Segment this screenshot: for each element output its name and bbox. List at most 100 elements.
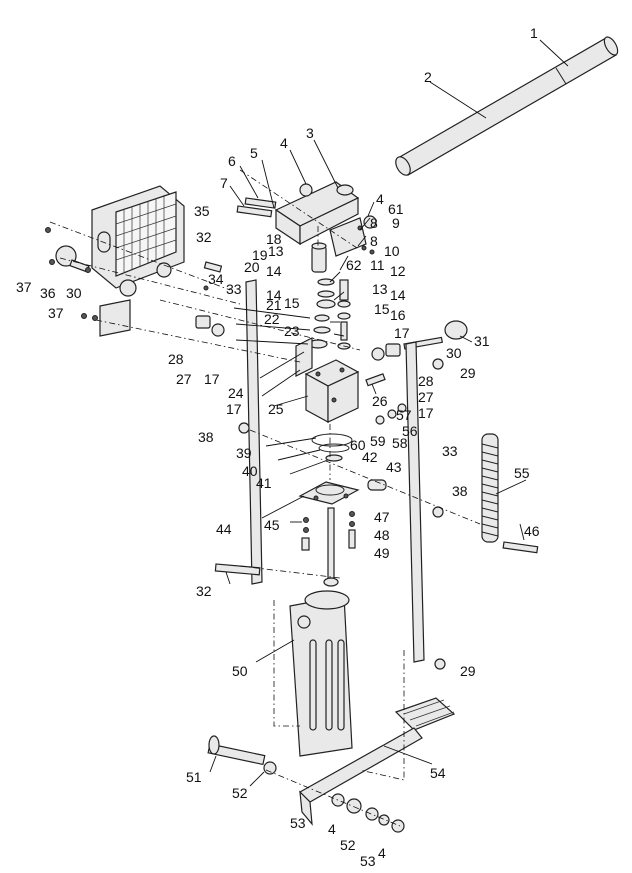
callout-48: 48: [374, 527, 390, 543]
callout-2: 2: [424, 69, 432, 85]
callout-30: 30: [66, 285, 82, 301]
callout-28b: 28: [418, 373, 434, 389]
callout-6: 6: [228, 153, 236, 169]
callout-29b: 29: [460, 663, 476, 679]
callout-17: 17: [394, 325, 410, 341]
handle-tube: [395, 36, 619, 176]
callout-23: 23: [284, 323, 300, 339]
callout-10: 10: [384, 243, 400, 259]
callout-17d: 17: [418, 405, 434, 421]
callout-25: 25: [268, 401, 284, 417]
callout-60: 60: [350, 437, 366, 453]
callout-47: 47: [374, 509, 390, 525]
callout-15b: 15: [374, 301, 390, 317]
callout-59: 59: [370, 433, 386, 449]
callout-53b: 53: [360, 853, 376, 869]
callout-21: 21: [266, 297, 282, 313]
callout-8: 8: [370, 215, 378, 231]
mount-bolts: [301, 507, 356, 587]
callout-39: 39: [236, 445, 252, 461]
callout-54: 54: [430, 765, 446, 781]
callout-8b: 8: [370, 233, 378, 249]
callout-19: 19: [252, 247, 268, 263]
callout-32b: 32: [196, 583, 212, 599]
callout-13: 13: [268, 243, 284, 259]
callout-33b: 33: [442, 443, 458, 459]
callout-24: 24: [228, 385, 244, 401]
callout-34: 34: [208, 271, 224, 287]
pump-internals: [308, 225, 375, 350]
callout-4c: 4: [328, 821, 336, 837]
callout-52: 52: [232, 785, 248, 801]
lever-bracket: [274, 181, 367, 257]
callout-58: 58: [392, 435, 408, 451]
support-bracket: [295, 337, 313, 377]
callout-7: 7: [220, 175, 228, 191]
callout-17b: 17: [204, 371, 220, 387]
nut-top-left: [299, 183, 313, 197]
callout-17c: 17: [226, 401, 242, 417]
callout-57: 57: [396, 407, 412, 423]
callout-3: 3: [306, 125, 314, 141]
pedal-axle: [207, 735, 405, 833]
callout-33: 33: [226, 281, 242, 297]
callout-30b: 30: [446, 345, 462, 361]
callout-27: 27: [176, 371, 192, 387]
callout-55: 55: [514, 465, 530, 481]
callout-27b: 27: [418, 389, 434, 405]
callout-46: 46: [524, 523, 540, 539]
assembly-guide-lines: [49, 169, 481, 827]
callout-62: 62: [346, 257, 362, 273]
callout-36: 36: [40, 285, 56, 301]
callout-61: 61: [388, 201, 404, 217]
callout-14b: 14: [390, 287, 406, 303]
callout-42: 42: [362, 449, 378, 465]
callout-31: 31: [474, 333, 490, 349]
callout-16: 16: [390, 307, 406, 323]
callout-38b: 38: [452, 483, 468, 499]
callout-41: 41: [256, 475, 272, 491]
side-pins: [214, 358, 446, 670]
callout-52b: 52: [340, 837, 356, 853]
cover-plate: [91, 185, 185, 337]
callout-14: 14: [266, 263, 282, 279]
callout-13b: 13: [372, 281, 388, 297]
return-spring: [481, 433, 539, 554]
callout-4b: 4: [376, 191, 384, 207]
callout-37: 37: [16, 279, 32, 295]
callout-5: 5: [250, 145, 258, 161]
callout-28: 28: [168, 351, 184, 367]
callout-51: 51: [186, 769, 202, 785]
callout-9: 9: [392, 215, 400, 231]
callout-40: 40: [242, 463, 258, 479]
seal-rings: [311, 433, 353, 462]
base-plate: [298, 479, 387, 505]
pins: [236, 197, 277, 218]
callout-11: 11: [370, 257, 385, 273]
callout-56: 56: [402, 423, 418, 439]
callout-4: 4: [280, 135, 288, 151]
callout-53: 53: [290, 815, 306, 831]
callout-20: 20: [244, 259, 260, 275]
release-knob: [45, 227, 98, 321]
callout-1: 1: [530, 25, 538, 41]
oil-reservoir: [289, 590, 353, 757]
callout-49: 49: [374, 545, 390, 561]
callout-37b: 37: [48, 305, 64, 321]
leader-lines: [209, 39, 569, 787]
callout-43: 43: [386, 459, 402, 475]
callout-29: 29: [460, 365, 476, 381]
callout-26: 26: [372, 393, 388, 409]
callout-14c: 14: [266, 287, 282, 303]
callout-44: 44: [216, 521, 232, 537]
callout-18: 18: [266, 231, 282, 247]
callout-38: 38: [198, 429, 214, 445]
callout-45: 45: [264, 517, 280, 533]
callout-32: 32: [196, 229, 212, 245]
callout-50: 50: [232, 663, 248, 679]
valves: [195, 261, 468, 425]
callout-4d: 4: [378, 845, 386, 861]
parts-drawing: [45, 36, 619, 833]
callout-12: 12: [390, 263, 406, 279]
